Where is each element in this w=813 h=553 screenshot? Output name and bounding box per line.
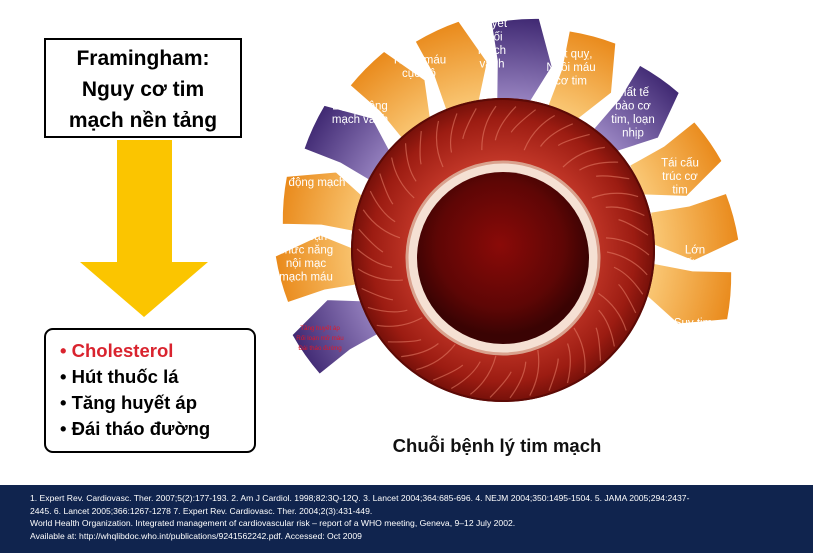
artery-fiber — [387, 339, 422, 343]
artery-fiber — [618, 219, 649, 236]
framingham-title-line: mạch nền tảng — [68, 109, 218, 132]
artery-fiber — [573, 327, 586, 374]
artery-fiber — [606, 237, 650, 256]
risk-factor-item: • Đái tháo đường — [60, 418, 211, 439]
reference-line: 1. Expert Rev. Cardiovasc. Ther. 2007;5(… — [30, 493, 690, 503]
artery-fiber — [591, 192, 639, 199]
artery-fiber — [361, 287, 394, 301]
cycle-arrow-segment-orange — [641, 262, 733, 325]
artery-fiber — [367, 306, 408, 313]
artery-fiber — [579, 161, 619, 171]
artery-fiber — [618, 283, 637, 314]
artery-fiber — [362, 209, 401, 239]
artery-fiber — [557, 133, 590, 146]
artery-fiber — [489, 371, 512, 398]
artery-fiber — [613, 266, 644, 295]
artery-fiber — [416, 343, 456, 371]
reference-line: World Health Organization. Integrated ma… — [30, 518, 516, 528]
artery-cross-section — [351, 98, 655, 402]
reference-line: 2445. 6. Lancet 2005;366:1267-1278 7. Ex… — [30, 505, 373, 516]
artery-fiber — [435, 120, 444, 168]
artery-fiber — [449, 113, 458, 153]
artery-fiber — [540, 123, 574, 147]
artery-fiber — [529, 349, 540, 396]
artery-fiber — [357, 268, 403, 281]
small-red-labels: Tăng huyết áp Rối loạn mỡ máu Đái tháo đ… — [296, 325, 344, 352]
small-red-label: Rối loạn mỡ máu — [296, 335, 344, 342]
cycle-caption: Chuỗi bệnh lý tim mạch — [393, 435, 602, 456]
framingham-title-line: Framingham: — [76, 47, 210, 70]
framingham-title-box: Framingham: Nguy cơ tim mạch nền tảng — [44, 38, 242, 138]
framingham-title-line: Nguy cơ tim — [81, 78, 205, 101]
artery-fiber — [401, 343, 439, 358]
artery-fiber — [548, 358, 559, 391]
artery-fiber — [462, 108, 477, 140]
small-red-label: Tăng huyết áp — [300, 325, 340, 332]
artery-fiber — [598, 309, 615, 347]
artery-fiber — [379, 173, 394, 205]
artery-fiber — [523, 114, 555, 151]
artery-fiber — [510, 109, 536, 133]
artery-fiber — [509, 361, 527, 399]
risk-factor-item: • Cholesterol — [60, 340, 174, 361]
artery-fiber — [481, 105, 497, 151]
artery-fiber — [595, 327, 602, 361]
artery-fiber — [369, 190, 396, 223]
artery-fiber — [451, 361, 481, 390]
artery-fiber — [391, 157, 415, 199]
artery-fiber — [404, 143, 417, 182]
cycle-arrow-ring — [274, 17, 740, 376]
artery-fiber — [419, 130, 422, 165]
artery-fiber — [432, 364, 464, 381]
risk-factor-item: • Tăng huyết áp — [60, 392, 198, 413]
references-footer: 1. Expert Rev. Cardiovasc. Ther. 2007;5(… — [0, 485, 813, 553]
reference-line: Available at: http://whqlibdoc.who.int/p… — [30, 530, 362, 541]
small-red-label: Đái tháo đường — [298, 345, 342, 352]
artery-fiber — [605, 206, 645, 217]
artery-fiber — [470, 355, 497, 395]
artery-fiber — [494, 106, 517, 141]
risk-factor-item: • Hút thuốc lá — [60, 366, 179, 387]
artery-fiber — [606, 251, 648, 276]
artery-fiber — [376, 317, 423, 327]
artery-fiber — [356, 248, 393, 268]
artery-fiber — [598, 292, 627, 331]
risk-factor-box: • Cholesterol • Hút thuốc lá • Tăng huyế… — [44, 328, 256, 453]
artery-fiber — [562, 146, 605, 168]
artery-fiber — [595, 175, 630, 180]
artery-fiber — [358, 228, 384, 253]
artery-fiber — [566, 343, 571, 384]
